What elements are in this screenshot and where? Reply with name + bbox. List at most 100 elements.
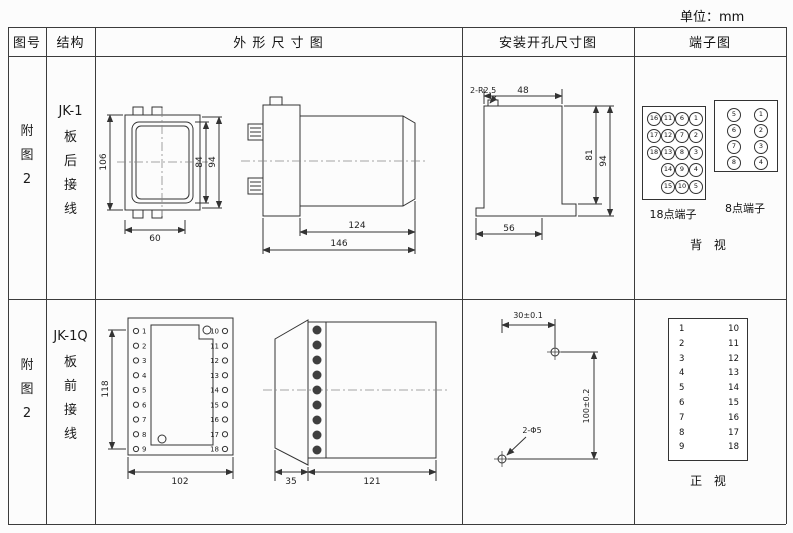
terminal-number: 2 bbox=[142, 342, 146, 350]
terminal-number: 5 bbox=[142, 387, 146, 395]
structure-desc-row2: 板 前 接 线 bbox=[63, 355, 77, 442]
mounting-holes-jk1q bbox=[494, 319, 598, 467]
screw-head bbox=[312, 355, 322, 365]
dim-48: 48 bbox=[517, 86, 529, 96]
side-view-jk1 bbox=[241, 96, 427, 254]
front-view-jk1 bbox=[106, 106, 223, 234]
dim-2-phi5: 2-Φ5 bbox=[522, 426, 541, 435]
terminal-number: 1 bbox=[679, 324, 685, 334]
dim-106: 106 bbox=[99, 153, 109, 170]
dim-146: 146 bbox=[330, 239, 347, 249]
screw-head bbox=[312, 340, 322, 350]
terminal-point: 8 bbox=[675, 146, 689, 160]
terminal-number: 9 bbox=[142, 446, 146, 454]
terminal-number: 13 bbox=[728, 368, 739, 379]
dim-118: 118 bbox=[101, 380, 111, 397]
terminal-screw-mark bbox=[132, 327, 140, 335]
terminal-number: 3 bbox=[142, 357, 146, 365]
terminal-point: 6 bbox=[727, 124, 741, 138]
terminal-point: 3 bbox=[754, 140, 768, 154]
screw-head bbox=[312, 370, 322, 380]
terminal-point: 4 bbox=[754, 156, 768, 170]
structure-model-row2: JK-1Q bbox=[53, 328, 88, 344]
terminal-point: 7 bbox=[675, 129, 689, 143]
dim-labels-row1-install: 2-R2.5 48 81 94 56 bbox=[470, 86, 609, 234]
dim-30: 30±0.1 bbox=[513, 311, 543, 320]
terminal-number: 5 bbox=[679, 383, 685, 394]
terminal-number: 11 bbox=[210, 342, 219, 350]
dim-94-install: 94 bbox=[599, 155, 609, 167]
terminal-point: 8 bbox=[727, 156, 741, 170]
cutout-outline-jk1 bbox=[475, 89, 614, 240]
table-row-divider bbox=[8, 299, 786, 300]
side-view-jk1q bbox=[263, 319, 447, 481]
terminal-screw-mark bbox=[132, 416, 140, 423]
terminal-number: 6 bbox=[679, 398, 685, 408]
terminal-point: 13 bbox=[661, 146, 675, 160]
terminal-number: 8 bbox=[679, 427, 685, 438]
table-col-divider-3 bbox=[462, 27, 463, 524]
outline-drawing-jk1: 106 84 94 60 124 146 bbox=[99, 96, 427, 254]
dim-labels-row2-outline: 118 102 35 121 bbox=[101, 380, 381, 487]
dim-2-r2.5: 2-R2.5 bbox=[470, 86, 496, 95]
terminal-screw-mark bbox=[221, 445, 229, 453]
screw-head bbox=[312, 325, 322, 335]
screw-head bbox=[312, 385, 322, 395]
header-structure: 结构 bbox=[56, 36, 85, 51]
table-border-bottom bbox=[8, 524, 786, 525]
terminal-point: 1 bbox=[754, 108, 768, 122]
terminal-number: 14 bbox=[728, 383, 739, 394]
terminal-point: 2 bbox=[689, 129, 703, 143]
table-col-divider-2 bbox=[95, 27, 96, 524]
terminal-number: 18 bbox=[210, 446, 219, 454]
terminal-point: 5 bbox=[689, 180, 703, 194]
dim-102: 102 bbox=[171, 477, 188, 487]
screw-head bbox=[312, 400, 322, 410]
terminal-number: 11 bbox=[728, 338, 739, 349]
dim-124: 124 bbox=[348, 221, 365, 231]
terminal-number: 13 bbox=[210, 372, 219, 380]
dim-60: 60 bbox=[149, 234, 161, 244]
terminal-number: 17 bbox=[728, 427, 739, 438]
structure-desc-row1: 板 后 接 线 bbox=[63, 130, 77, 217]
dim-121: 121 bbox=[363, 477, 380, 487]
terminal-point: 1 bbox=[689, 112, 703, 126]
install-drawing-jk1: 2-R2.5 48 81 94 56 bbox=[470, 86, 614, 240]
structure-model-row1: JK-1 bbox=[58, 103, 83, 119]
terminal-screw-mark bbox=[221, 386, 229, 394]
terminal-point: 15 bbox=[661, 180, 675, 194]
dim-labels-row1-outline: 106 84 94 60 124 146 bbox=[99, 153, 366, 249]
dim-labels-row2-install: 30±0.1 100±0.2 2-Φ5 bbox=[513, 311, 591, 435]
front-view-label: 正 视 bbox=[690, 474, 730, 488]
terminal-number: 7 bbox=[142, 416, 146, 424]
terminal-point: 2 bbox=[754, 124, 768, 138]
unit-label: 单位：mm bbox=[680, 10, 745, 25]
terminal-number: 1 bbox=[142, 328, 146, 336]
terminal-screw-mark bbox=[132, 372, 140, 379]
terminal-number: 16 bbox=[210, 416, 219, 424]
dim-81: 81 bbox=[585, 149, 595, 160]
terminal-number: 9 bbox=[679, 442, 685, 453]
terminal-number: 12 bbox=[210, 357, 219, 365]
terminal-screw-mark bbox=[132, 445, 140, 453]
header-terminal-drawing: 端子图 bbox=[688, 36, 731, 51]
terminal-number: 15 bbox=[210, 401, 219, 409]
table-header-divider bbox=[8, 56, 786, 57]
terminal-number: 10 bbox=[210, 328, 219, 336]
back-view-label: 背 视 bbox=[690, 238, 730, 252]
terminal-number: 3 bbox=[679, 353, 685, 364]
terminal-number: 10 bbox=[728, 324, 739, 334]
table-col-divider-4 bbox=[634, 27, 635, 524]
dim-100: 100±0.2 bbox=[582, 389, 591, 424]
terminal-screw-mark bbox=[132, 386, 140, 394]
screw-head bbox=[312, 430, 322, 440]
terminal-screw-mark bbox=[132, 401, 140, 408]
dim-84: 84 bbox=[195, 156, 205, 168]
dim-94: 94 bbox=[208, 156, 218, 168]
terminal-point: 12 bbox=[661, 129, 675, 143]
terminal-screw-mark bbox=[221, 357, 229, 364]
front-view-jk1q bbox=[108, 317, 234, 479]
front-terminals-jk1q bbox=[132, 327, 229, 453]
